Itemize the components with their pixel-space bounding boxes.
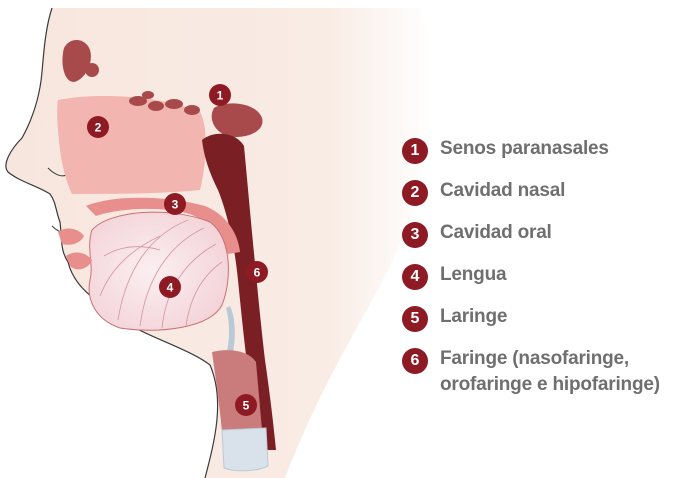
marker-2: 2 [87, 116, 109, 138]
legend-label: Faringe (nasofaringe, orofaringe e hipof… [440, 346, 678, 398]
svg-text:2: 2 [95, 121, 102, 135]
legend-label: Senos paranasales [440, 136, 609, 162]
trachea [222, 428, 268, 471]
sinus-cell-small [85, 63, 99, 77]
marker-3: 3 [164, 193, 186, 215]
marker-5: 5 [235, 394, 257, 416]
legend-label: Cavidad nasal [440, 178, 565, 204]
svg-text:5: 5 [243, 399, 250, 413]
svg-text:6: 6 [254, 266, 261, 280]
legend-item-cavidad-nasal: 2 Cavidad nasal [402, 178, 678, 206]
legend: 1 Senos paranasales 2 Cavidad nasal 3 Ca… [402, 136, 678, 398]
legend-label: Cavidad oral [440, 220, 552, 246]
marker-6: 6 [246, 261, 268, 283]
svg-text:1: 1 [217, 89, 224, 103]
svg-text:3: 3 [172, 198, 179, 212]
tongue [89, 212, 228, 330]
legend-item-faringe: 6 Faringe (nasofaringe, orofaringe e hip… [402, 346, 678, 398]
legend-label: Lengua [440, 262, 506, 288]
nasal-cavity [57, 96, 206, 194]
legend-item-cavidad-oral: 3 Cavidad oral [402, 220, 678, 248]
legend-badge: 2 [402, 180, 428, 206]
legend-item-lengua: 4 Lengua [402, 262, 678, 290]
legend-item-senos-paranasales: 1 Senos paranasales [402, 136, 678, 164]
legend-badge: 3 [402, 222, 428, 248]
svg-text:4: 4 [167, 281, 174, 295]
legend-badge: 4 [402, 264, 428, 290]
legend-label: Laringe [440, 304, 507, 330]
marker-4: 4 [159, 276, 181, 298]
legend-badge: 5 [402, 306, 428, 332]
legend-badge: 6 [402, 348, 428, 374]
legend-item-laringe: 5 Laringe [402, 304, 678, 332]
marker-1: 1 [209, 84, 231, 106]
legend-badge: 1 [402, 138, 428, 164]
